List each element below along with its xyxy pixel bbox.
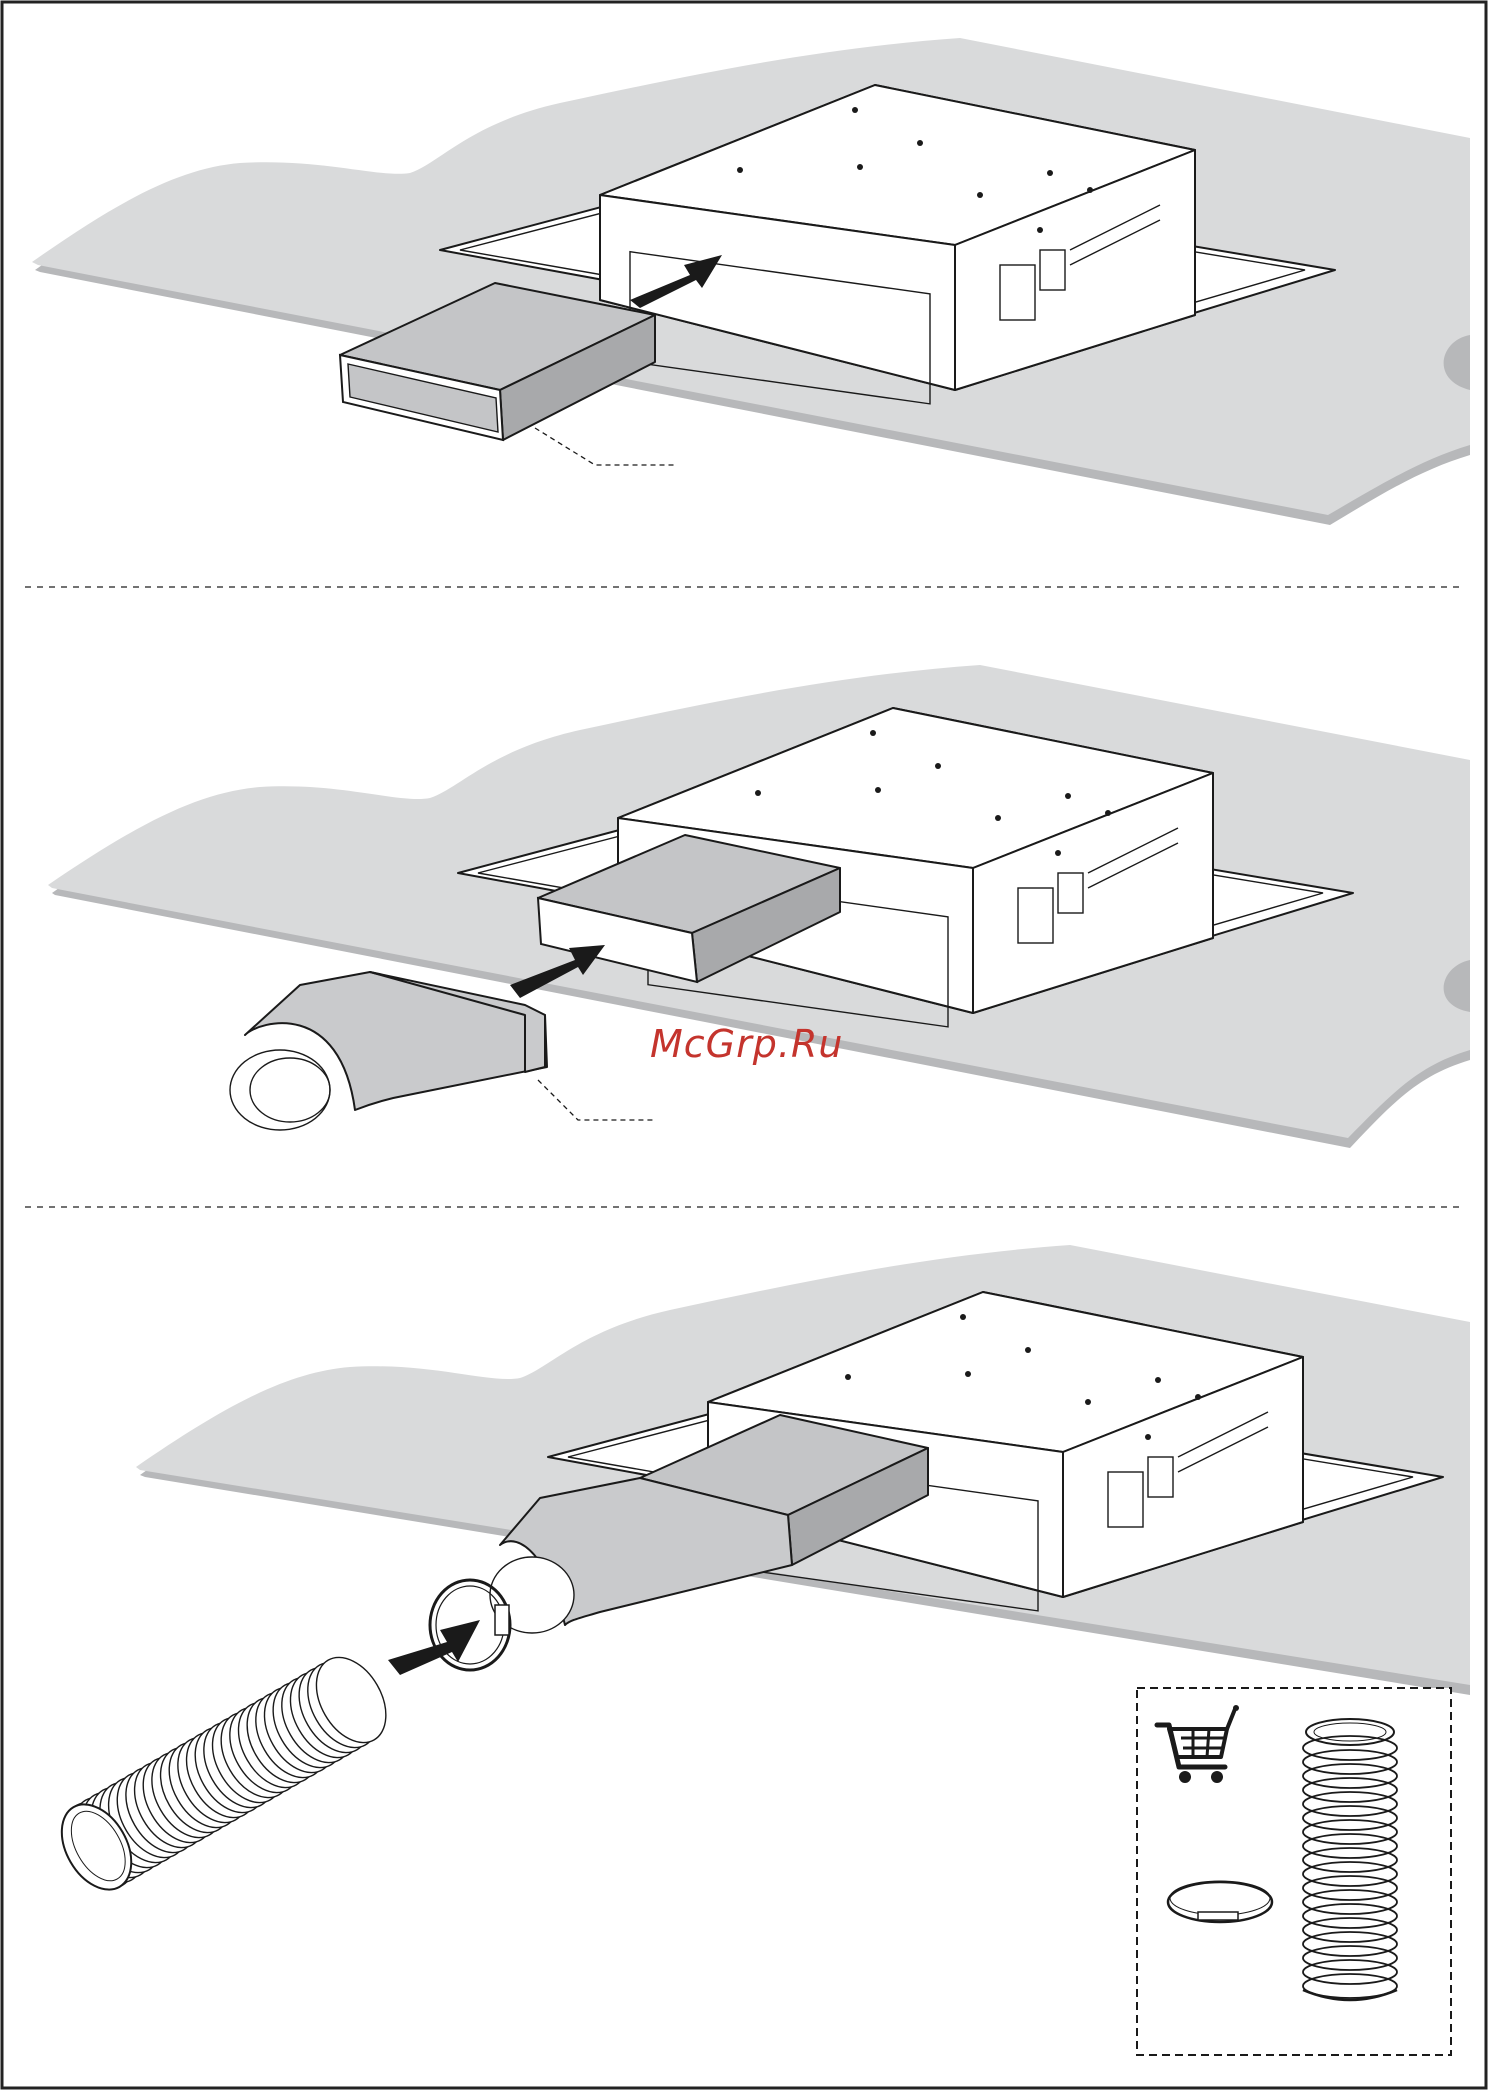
flexible-hose bbox=[48, 1645, 401, 1902]
step-1-panel bbox=[32, 38, 1470, 525]
watermark-text: McGrp.Ru bbox=[650, 1022, 843, 1066]
round-adapter bbox=[230, 972, 547, 1130]
leader-line-1 bbox=[535, 428, 675, 465]
step-2-panel bbox=[48, 665, 1470, 1148]
insert-arrow-3 bbox=[388, 1620, 480, 1675]
leader-line-2 bbox=[538, 1080, 655, 1120]
accessories-box bbox=[1137, 1688, 1451, 2055]
